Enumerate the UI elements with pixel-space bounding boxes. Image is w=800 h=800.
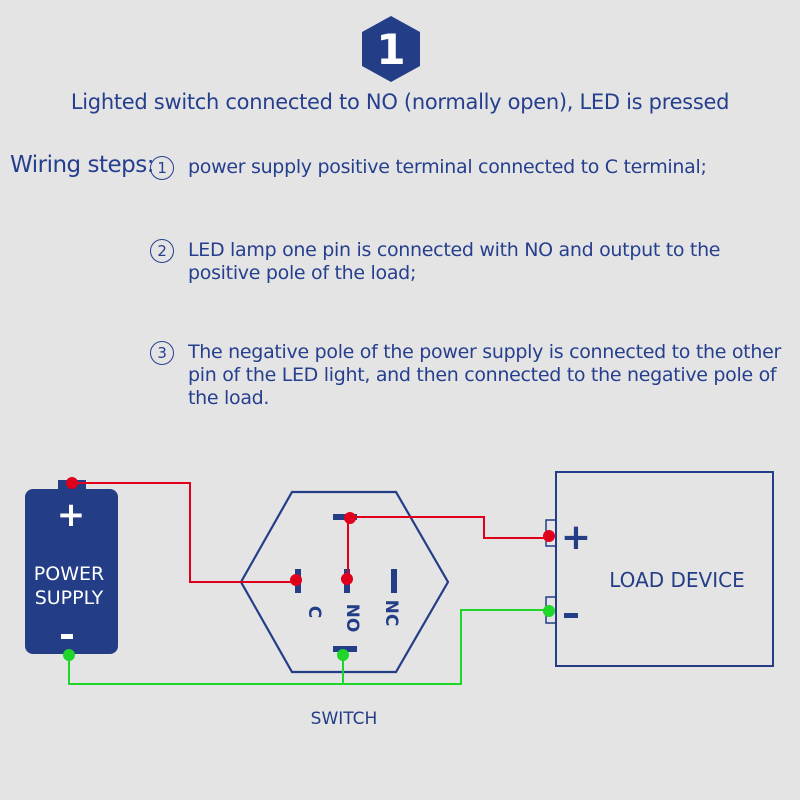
positive-wires bbox=[72, 482, 549, 583]
power-supply: + POWER SUPPLY bbox=[25, 480, 118, 654]
node-switch-c bbox=[290, 574, 302, 586]
wire-psu-plus-to-c bbox=[72, 482, 297, 583]
step-3-text: The negative pole of the power supply is… bbox=[188, 341, 781, 409]
node-switch-led-bottom bbox=[337, 649, 349, 661]
node-load-plus bbox=[543, 530, 555, 542]
switch-label-no: NO bbox=[342, 604, 362, 633]
node-psu-plus bbox=[66, 477, 78, 489]
node-switch-led-top bbox=[344, 512, 356, 524]
negative-wire-nodes bbox=[63, 605, 555, 661]
wiring-step-1: 1 power supply positive terminal connect… bbox=[150, 156, 707, 180]
power-supply-body bbox=[25, 489, 118, 654]
step-1-number: 1 bbox=[150, 156, 174, 180]
diagram-subtitle: Lighted switch connected to NO (normally… bbox=[70, 90, 730, 114]
power-supply-label-line1: POWER bbox=[34, 563, 104, 585]
switch-terminal-nc bbox=[391, 569, 397, 593]
load-plus-sign: + bbox=[561, 517, 591, 558]
step-2-number: 2 bbox=[150, 239, 174, 263]
positive-wire-nodes bbox=[66, 477, 555, 586]
node-switch-no bbox=[341, 573, 353, 585]
switch-label-c: C bbox=[304, 606, 324, 618]
switch-label: SWITCH bbox=[311, 709, 378, 729]
switch: C NO NC SWITCH bbox=[239, 490, 450, 729]
step-1-text: power supply positive terminal connected… bbox=[188, 156, 707, 178]
step-number-badge: 1 bbox=[362, 16, 420, 82]
load-device-label: LOAD DEVICE bbox=[609, 568, 744, 592]
step-3-number: 3 bbox=[150, 341, 174, 365]
wiring-steps-label: Wiring steps: bbox=[10, 152, 154, 178]
load-device: + LOAD DEVICE bbox=[545, 471, 774, 667]
node-psu-minus bbox=[63, 649, 75, 661]
power-supply-plus: + bbox=[57, 495, 86, 535]
switch-label-nc: NC bbox=[381, 600, 401, 627]
badge-number: 1 bbox=[376, 25, 405, 74]
switch-led-pin-bottom bbox=[333, 646, 357, 652]
wiring-step-3: 3 The negative pole of the power supply … bbox=[150, 341, 790, 411]
power-supply-minus bbox=[61, 634, 73, 639]
power-supply-label-line2: SUPPLY bbox=[35, 587, 104, 609]
wiring-step-2: 2 LED lamp one pin is connected with NO … bbox=[150, 239, 790, 289]
node-load-minus bbox=[543, 605, 555, 617]
wire-psu-minus-to-load-minus bbox=[68, 609, 549, 685]
step-2-text: LED lamp one pin is connected with NO an… bbox=[188, 239, 721, 284]
hexagon-badge-shape bbox=[362, 16, 420, 82]
wire-no-to-load-plus bbox=[347, 516, 549, 578]
load-minus-sign bbox=[564, 613, 578, 618]
load-device-box bbox=[555, 471, 774, 667]
